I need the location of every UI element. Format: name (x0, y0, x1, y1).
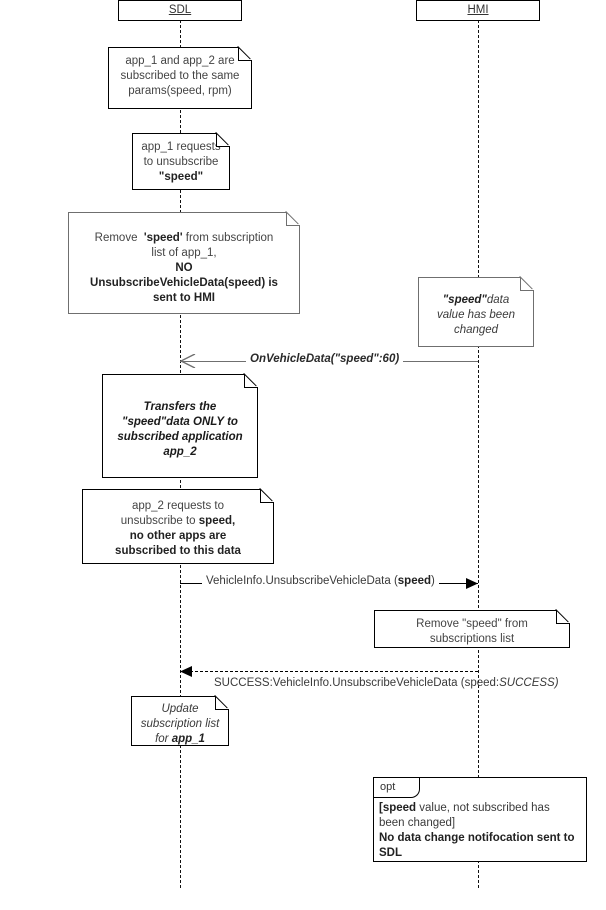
note-line-emphasis: NO (175, 262, 193, 274)
note-line: Remove Remove 'speed' from subscription'… (94, 232, 274, 244)
note-line-emphasis: sent to HMI (153, 292, 215, 304)
message-line (180, 671, 478, 672)
fragment-body: [speed value, not subscribed has been ch… (374, 799, 586, 865)
note-speed-data-changed: "speed"data value has been changed (418, 277, 534, 347)
note-fold-icon (238, 47, 252, 61)
note-line: value has been (436, 309, 515, 321)
note-line: changed (453, 324, 499, 336)
note-line: app_2 (163, 446, 197, 458)
note-fold-icon (286, 212, 300, 226)
fragment-guard-line: been changed] (379, 817, 456, 829)
message-label: OnVehicleData("speed":60) (246, 352, 404, 367)
note-fold-icon (556, 610, 570, 624)
lifeline-hmi (478, 20, 479, 888)
note-line-emphasis: for app_1 (155, 733, 205, 745)
opt-fragment: opt [speed value, not subscribed has bee… (373, 777, 587, 862)
message-label-line: SUCCESS:VehicleInfo.UnsubscribeVehicleDa… (214, 677, 458, 689)
note-fold-icon (216, 133, 230, 147)
note-line: subscriptions list (429, 633, 515, 645)
note-line-emphasis: unsubscribe to speed, (120, 515, 236, 527)
arrowhead-filled-left-icon (180, 666, 192, 677)
note-line-emphasis: no other apps are (129, 530, 227, 542)
note-line: Update (161, 703, 199, 715)
note-line: app_2 requests to (131, 500, 225, 512)
note-line-emphasis: subscribed to this data (115, 545, 241, 557)
note-line: subscribed application (117, 431, 243, 443)
message-label: VehicleInfo.UnsubscribeVehicleData (spee… (202, 574, 439, 589)
note-line: Transfers the (143, 401, 217, 413)
fragment-body-line: SDL (379, 847, 402, 859)
note-fold-icon (244, 374, 258, 388)
fragment-guard-line: [speed value, not subscribed has (379, 802, 550, 814)
note-transfers-speed-to-app2: Transfers the "speed"data ONLY to subscr… (102, 374, 258, 478)
note-subscribed-same-params: app_1 and app_2 are subscribed to the sa… (108, 47, 252, 109)
note-line: app_1 requests (141, 141, 221, 153)
note-line: Remove "speed" from (416, 618, 528, 630)
note-update-subscription-list: Update subscription list for app_1 (131, 696, 229, 746)
arrowhead-filled-right-icon (466, 578, 478, 589)
note-line: list of app_1, (151, 247, 217, 259)
lifeline-header-hmi[interactable]: HMI (416, 0, 540, 21)
note-app1-requests-unsubscribe: app_1 requests to unsubscribe "speed" (132, 133, 230, 190)
note-fold-icon (520, 277, 534, 291)
note-app2-requests-unsubscribe: app_2 requests to unsubscribe to speed, … (82, 489, 274, 564)
note-fold-icon (260, 489, 274, 503)
note-line: app_1 and app_2 are (125, 55, 235, 67)
lifeline-header-sdl-label: SDL (168, 4, 192, 16)
note-line: subscribed to the same (120, 70, 240, 82)
message-label: SUCCESS:VehicleInfo.UnsubscribeVehicleDa… (210, 676, 559, 691)
note-line: "speed"data ONLY to (122, 416, 238, 428)
note-remove-speed-from-app1: Remove Remove 'speed' from subscription'… (68, 212, 300, 314)
fragment-body-line: No data change notifocation sent to (379, 832, 575, 844)
note-line-emphasis: "speed"data (442, 294, 510, 306)
note-line: params(speed, rpm) (128, 85, 232, 97)
note-line: subscription list (140, 718, 220, 730)
note-remove-speed-from-subscriptions: Remove "speed" from subscriptions list (374, 610, 570, 648)
lifeline-header-sdl[interactable]: SDL (118, 0, 242, 21)
note-line-emphasis: UnsubscribeVehicleData(speed) is (90, 277, 278, 289)
arrowhead-open-left-icon (180, 354, 196, 368)
lifeline-header-hmi-label: HMI (467, 4, 489, 16)
note-fold-icon (215, 696, 229, 710)
message-label-line: (speed:SUCCESS) (460, 677, 559, 689)
fragment-operator-label: opt (374, 778, 420, 798)
note-line: to unsubscribe (143, 156, 219, 168)
note-line-emphasis: "speed" (158, 171, 204, 183)
